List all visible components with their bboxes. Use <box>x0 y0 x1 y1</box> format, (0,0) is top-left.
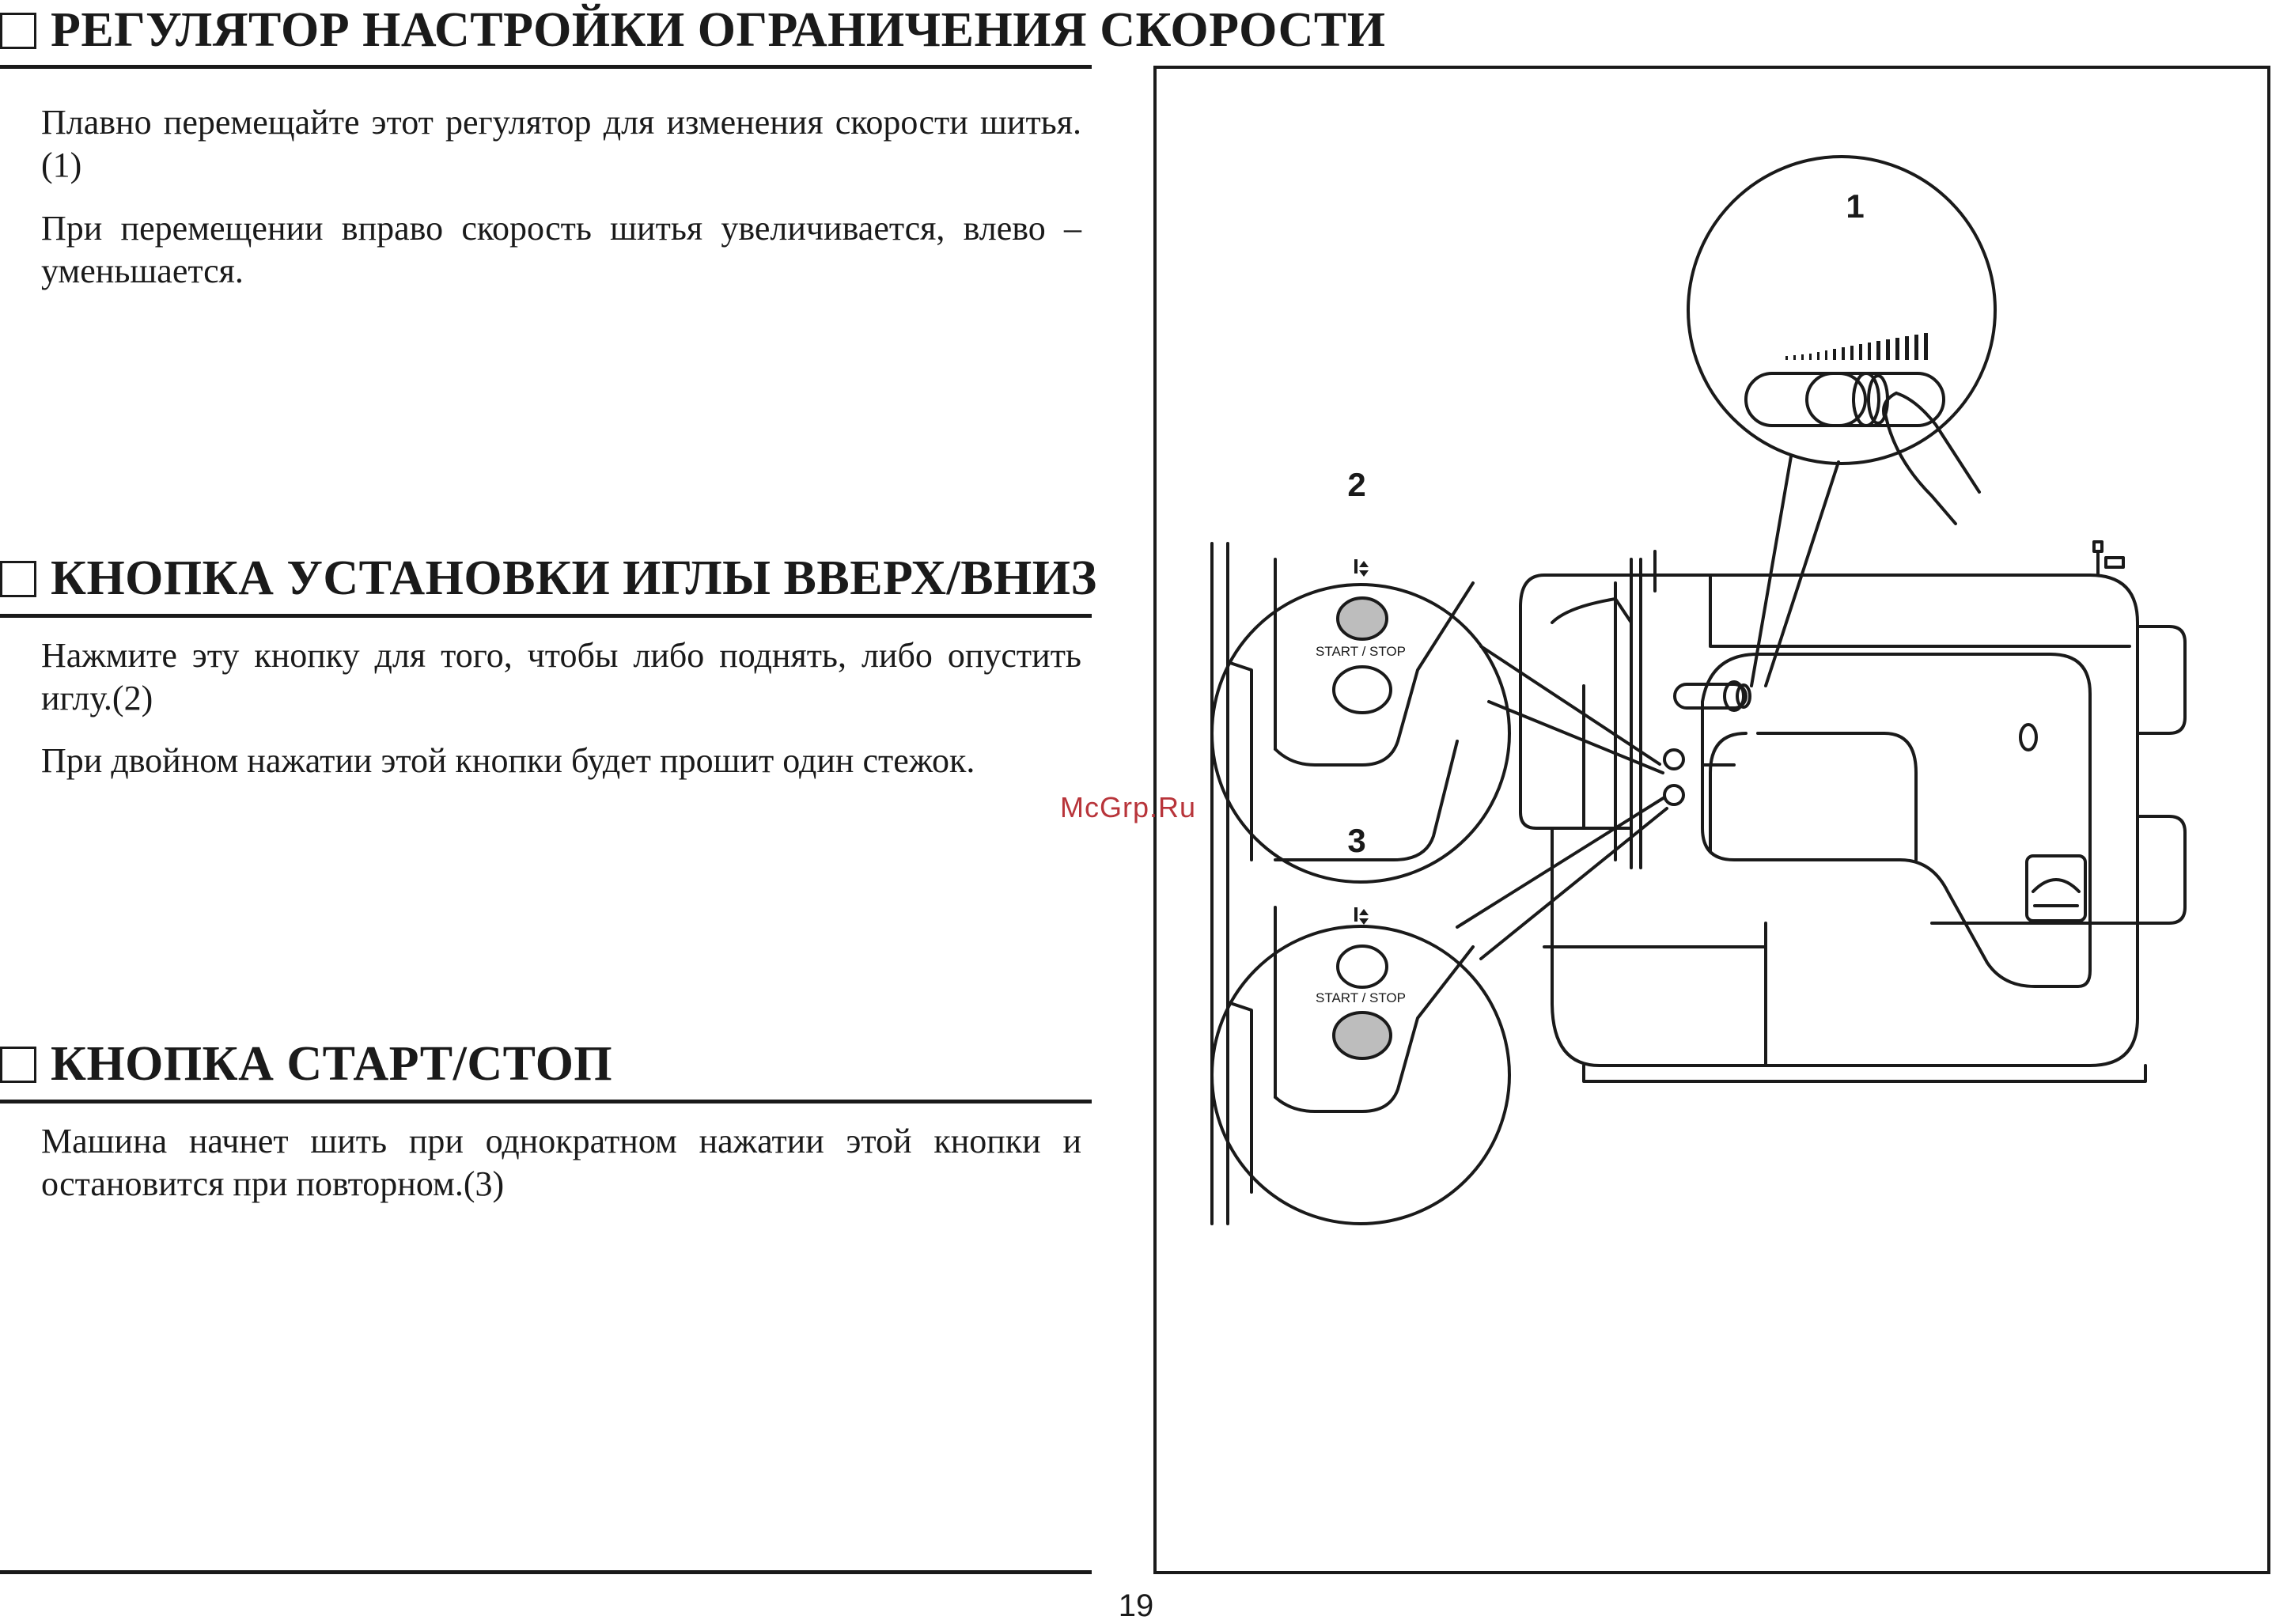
sewing-machine-illustration: START / STOP START / STOP 1 2 3 <box>1210 155 2187 1225</box>
section-title-text: КНОПКА СТАРТ/СТОП <box>51 1037 613 1091</box>
title-rule <box>0 614 1092 618</box>
button-label: START / STOP <box>1316 990 1406 1005</box>
needle-updown-icon <box>1210 542 1475 901</box>
paragraph: При перемещении вправо скорость шитья ув… <box>41 209 1081 290</box>
callout-number-3: 3 <box>1347 822 1365 859</box>
section-checkbox <box>0 12 36 49</box>
section-title-text: РЕГУЛЯТОР НАСТРОЙКИ ОГРАНИЧЕНИЯ СКОРОСТИ <box>51 3 1386 57</box>
paragraph: При двойном нажатии этой кнопки будет пр… <box>41 741 975 780</box>
sewing-machine-icon <box>1519 540 2187 1083</box>
button-label: START / STOP <box>1316 644 1406 659</box>
paragraph: Машина начнет шить при однократном нажат… <box>41 1122 1081 1203</box>
section-checkbox <box>0 560 36 597</box>
paragraph: Нажмите эту кнопку для того, чтобы либо … <box>41 636 1081 717</box>
section-checkbox <box>0 1046 36 1083</box>
paragraph: Плавно перемещайте этот регулятор для из… <box>41 103 1081 184</box>
section-title-start-stop: КНОПКА СТАРТ/СТОП <box>0 1036 1092 1092</box>
section-title-needle-button: КНОПКА УСТАНОВКИ ИГЛЫ ВВЕРХ/ВНИЗ <box>0 551 1096 607</box>
callout-number-1: 1 <box>1846 187 1864 225</box>
figure-frame: START / STOP START / STOP 1 2 3 <box>1153 66 2270 1574</box>
section-title-text: КНОПКА УСТАНОВКИ ИГЛЫ ВВЕРХ/ВНИЗ <box>51 551 1097 605</box>
speed-scale-icon <box>1785 333 1928 360</box>
callout-number-2: 2 <box>1347 466 1365 503</box>
watermark: McGrp.Ru <box>1060 791 1197 823</box>
finger-icon <box>1882 392 1981 525</box>
title-rule <box>0 65 1092 69</box>
title-rule <box>0 1100 1092 1103</box>
page-number: 19 <box>1118 1588 1154 1623</box>
section-title-speed-regulator: РЕГУЛЯТОР НАСТРОЙКИ ОГРАНИЧЕНИЯ СКОРОСТИ <box>0 2 1385 59</box>
bottom-rule <box>0 1570 1092 1574</box>
